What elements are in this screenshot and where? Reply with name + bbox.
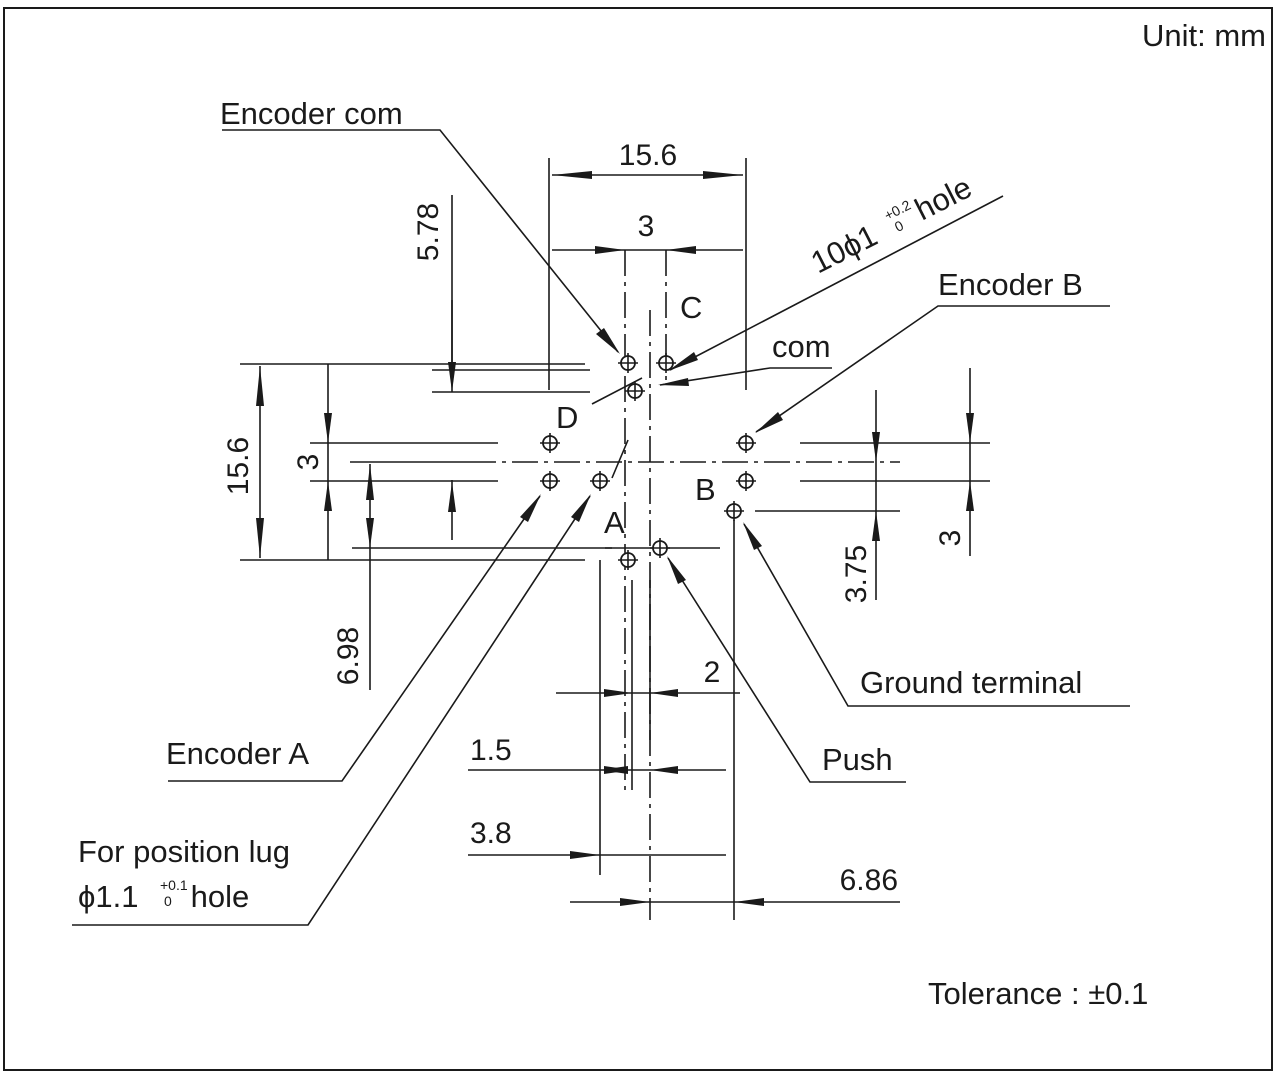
dim-3-75-value: 3.75 xyxy=(840,545,873,603)
dim-left-pitch-value: 3 xyxy=(292,454,325,471)
dim-5-78-value: 5.78 xyxy=(412,203,445,261)
hole-encoder-a xyxy=(539,470,561,492)
label-encoder-a: Encoder A xyxy=(166,736,309,771)
hole-ground xyxy=(723,500,745,522)
hole-encoder-c xyxy=(655,352,677,374)
hole-position-lug xyxy=(589,470,611,492)
dim-right-pitch: 3 xyxy=(934,368,974,556)
hole-com xyxy=(624,380,646,402)
unit-label: Unit: mm xyxy=(1142,18,1266,53)
dim-top-width-value: 15.6 xyxy=(619,139,677,172)
dim-3-75: 3.75 xyxy=(840,390,880,603)
dim-3-8: 3.8 xyxy=(468,817,726,859)
dim-left-height: 15.6 xyxy=(222,363,585,561)
label-encoder-b: Encoder B xyxy=(938,267,1083,302)
label-10-holes: 10ϕ1 +0.2 0 hole xyxy=(805,169,978,281)
position-lug-size: ϕ1.1 xyxy=(78,879,138,914)
dim-1-5-value: 1.5 xyxy=(470,734,512,767)
label-com: com xyxy=(772,329,831,364)
position-lug-tol-upper: +0.1 xyxy=(160,877,188,893)
dim-1-5: 1.5 xyxy=(468,734,726,774)
position-lug-tol-lower: 0 xyxy=(164,893,172,909)
hole-push-2 xyxy=(649,537,671,559)
hole-encoder-b xyxy=(735,432,757,454)
dim-6-98-value: 6.98 xyxy=(332,627,365,685)
dim-top-width: 15.6 xyxy=(548,139,747,390)
dim-2-value: 2 xyxy=(704,656,721,689)
pin-letter-c: C xyxy=(680,290,702,325)
dim-6-86: 6.86 xyxy=(570,864,900,906)
holes-tol-lower: 0 xyxy=(892,217,906,235)
holes-hole: hole xyxy=(902,169,978,231)
bottom-extensions xyxy=(599,520,735,920)
label-position-lug-line1: For position lug xyxy=(78,834,290,869)
holes-size: 10ϕ1 xyxy=(805,218,882,281)
label-position-lug-line2: ϕ1.1 +0.1 0 hole xyxy=(78,877,249,914)
dim-5-78: 5.78 xyxy=(412,195,590,540)
dim-3-8-value: 3.8 xyxy=(470,817,512,850)
label-push: Push xyxy=(822,742,893,777)
dim-6-98: 6.98 xyxy=(332,461,612,690)
position-lug-hole: hole xyxy=(182,879,249,914)
hole-b xyxy=(735,470,757,492)
tolerance-note: Tolerance : ±0.1 xyxy=(928,976,1148,1011)
dim-6-86-value: 6.86 xyxy=(840,864,898,897)
dim-top-pitch-value: 3 xyxy=(638,210,655,243)
right-extensions xyxy=(755,442,990,512)
hole-push-1 xyxy=(617,549,639,571)
hole-encoder-d xyxy=(539,432,561,454)
dim-left-height-value: 15.6 xyxy=(222,437,255,495)
pin-letter-b: B xyxy=(695,472,716,507)
dim-left-pitch: 3 xyxy=(292,364,498,560)
pin-letter-d: D xyxy=(556,400,578,435)
dim-top-pitch: 3 xyxy=(552,210,743,254)
dim-2: 2 xyxy=(556,656,740,697)
dim-right-pitch-value: 3 xyxy=(934,530,967,547)
label-ground-terminal: Ground terminal xyxy=(860,665,1082,700)
pin-letter-a: A xyxy=(604,505,625,540)
drawing-frame xyxy=(3,7,1273,1071)
hole-encoder-com xyxy=(617,352,639,374)
label-encoder-com: Encoder com xyxy=(220,96,403,131)
leaders xyxy=(72,129,1130,926)
